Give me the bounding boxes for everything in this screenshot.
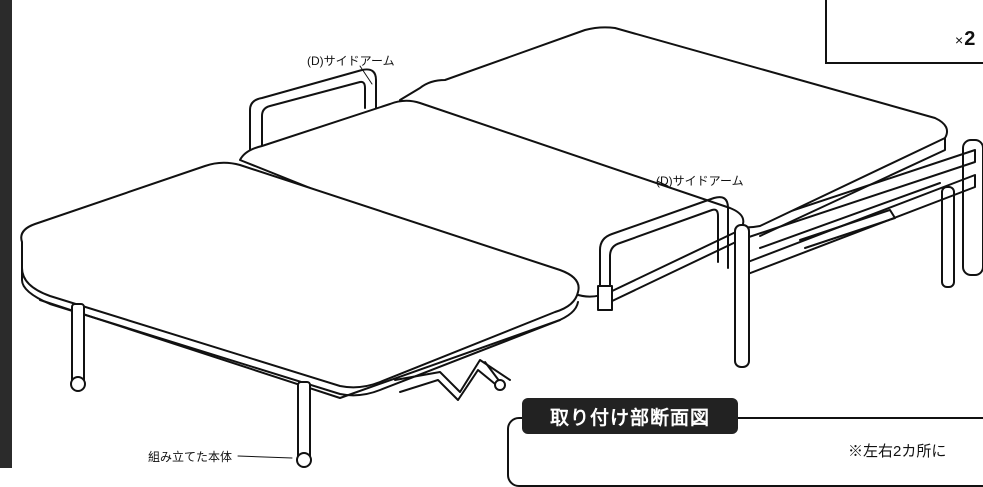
sofa-bed-illustration (20, 0, 983, 468)
parts-quantity: ×2 (955, 28, 975, 51)
front-legs (70, 303, 312, 468)
section-title: 取り付け部断面図 (522, 398, 738, 434)
folding-legs (394, 359, 511, 401)
rear-right-legs (941, 139, 983, 288)
leader-line-mid (656, 180, 669, 187)
left-edge-bar (0, 0, 12, 468)
section-note: ※左右2カ所に (848, 443, 947, 460)
leader-line-bottom (237, 455, 293, 459)
assembled-body-label: 組み立てた本体 (148, 450, 233, 464)
rear-side-arm (249, 68, 377, 151)
side-arm-label-top: (D)サイドアーム (307, 54, 395, 68)
quantity-prefix: × (955, 32, 964, 48)
front-mattress (20, 161, 580, 389)
front-side-arm (597, 196, 729, 311)
right-frame-rails (739, 149, 976, 278)
leader-line-top (359, 65, 373, 85)
front-right-leg (734, 224, 750, 368)
side-arm-label-mid: (D)サイドアーム (656, 174, 744, 188)
parts-box (825, 0, 983, 64)
quantity-value: 2 (964, 28, 976, 50)
